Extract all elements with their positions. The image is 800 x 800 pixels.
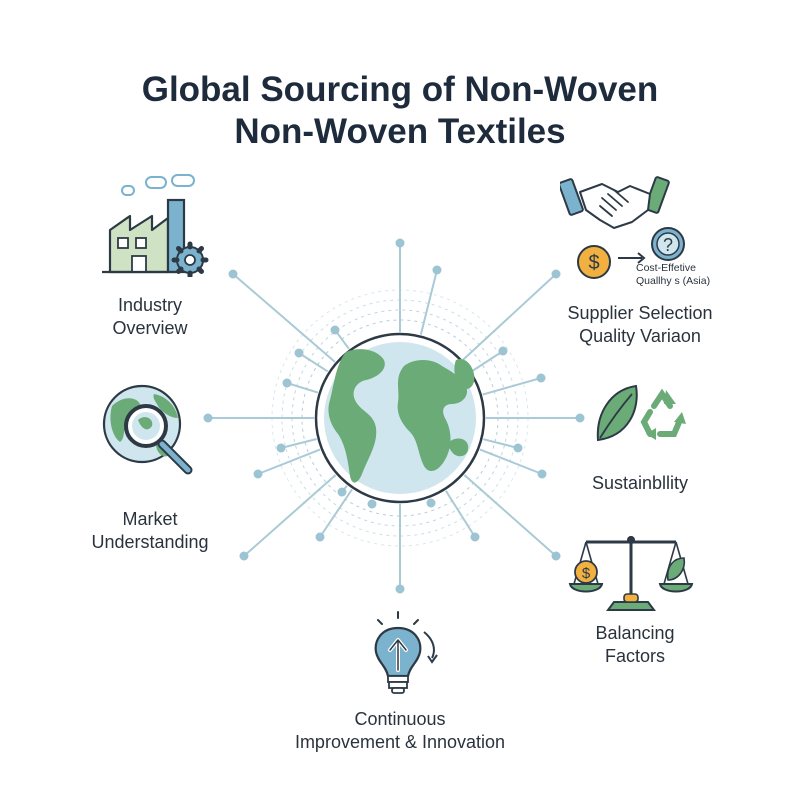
connector-dot [395, 238, 405, 248]
connector-line [286, 382, 319, 394]
market-understanding-label: Market Understanding [70, 508, 230, 554]
scale-dollar-symbol: $ [582, 565, 591, 582]
cost-note-line-1: Cost-Effetive [636, 262, 696, 274]
balancing-factors-line-1: Balancing [595, 623, 675, 643]
connector-dot [575, 413, 585, 423]
cost-effective-note: Cost-Effetive Quallhy s (Asia) [636, 262, 726, 288]
connector-dot [239, 551, 249, 561]
factory-gear-icon [102, 174, 209, 277]
connector-line [482, 377, 542, 396]
connector-dot [315, 532, 325, 542]
connector-line [471, 350, 504, 372]
lightbulb-arrow-icon [374, 611, 438, 694]
connector-dot [470, 532, 480, 542]
connector-dot [498, 346, 508, 356]
industry-overview-line-2: Overview [112, 318, 188, 338]
supplier-selection-line-2: Quality Variaon [579, 326, 701, 346]
cost-note-line-2: Quallhy s (Asia) [636, 275, 711, 287]
title-line-2: Non-Woven Textiles [234, 112, 566, 151]
question-symbol: ? [663, 235, 673, 255]
globe-icon [314, 332, 486, 504]
globe-magnifier-icon [102, 384, 193, 475]
sustainability-label: Sustainbllity [570, 472, 710, 495]
connector-dot [395, 584, 405, 594]
connector-dot [294, 348, 304, 358]
connector-line [445, 490, 476, 538]
market-understanding-line-2: Understanding [91, 532, 209, 552]
connector-dot [432, 265, 442, 275]
connector-line [419, 269, 438, 335]
continuous-improvement-label: Continuous Improvement & Innovation [270, 708, 530, 754]
connector-line [243, 474, 337, 557]
connector-dot [228, 269, 238, 279]
connector-dot [426, 498, 436, 508]
cost-quality-icons: $ ? [577, 227, 685, 279]
connector-dot [337, 487, 347, 497]
connector-dot [282, 378, 292, 388]
connector-line [479, 448, 543, 475]
market-understanding-line-1: Market [122, 509, 178, 529]
supplier-selection-label: Supplier Selection Quality Variaon [540, 302, 740, 348]
connector-dot [367, 499, 377, 509]
balancing-factors-label: Balancing Factors [560, 622, 710, 668]
sustainability-line-1: Sustainbllity [591, 473, 689, 493]
industry-overview-label: Industry Overview [80, 294, 220, 340]
connector-dot [513, 443, 523, 453]
connector-dot [203, 413, 213, 423]
balancing-factors-line-2: Factors [604, 646, 665, 666]
handshake-icon [560, 176, 670, 229]
scale-icon: $ [568, 536, 694, 611]
connector-line [462, 273, 557, 361]
connector-dot [253, 469, 263, 479]
supplier-selection-line-1: Supplier Selection [567, 303, 713, 323]
connector-line [463, 474, 557, 557]
continuous-improvement-line-1: Continuous [354, 709, 446, 729]
title-line-1: Global Sourcing of Non-Woven [141, 70, 659, 109]
connector-line [257, 448, 321, 475]
connector-dot [551, 269, 561, 279]
connector-line [232, 273, 336, 363]
dollar-symbol: $ [588, 252, 599, 274]
radial-connectors [203, 238, 585, 594]
connector-line [298, 352, 329, 373]
connector-line [483, 438, 519, 449]
connector-dot [536, 373, 546, 383]
connector-line [280, 438, 317, 449]
industry-overview-line-1: Industry [117, 295, 183, 315]
connector-dot [537, 469, 547, 479]
connector-dot [276, 443, 286, 453]
connector-line [319, 488, 353, 538]
continuous-improvement-line-2: Improvement & Innovation [294, 732, 506, 752]
connector-dot [330, 325, 340, 335]
connector-dot [551, 551, 561, 561]
leaf-recycle-icon [596, 384, 686, 442]
